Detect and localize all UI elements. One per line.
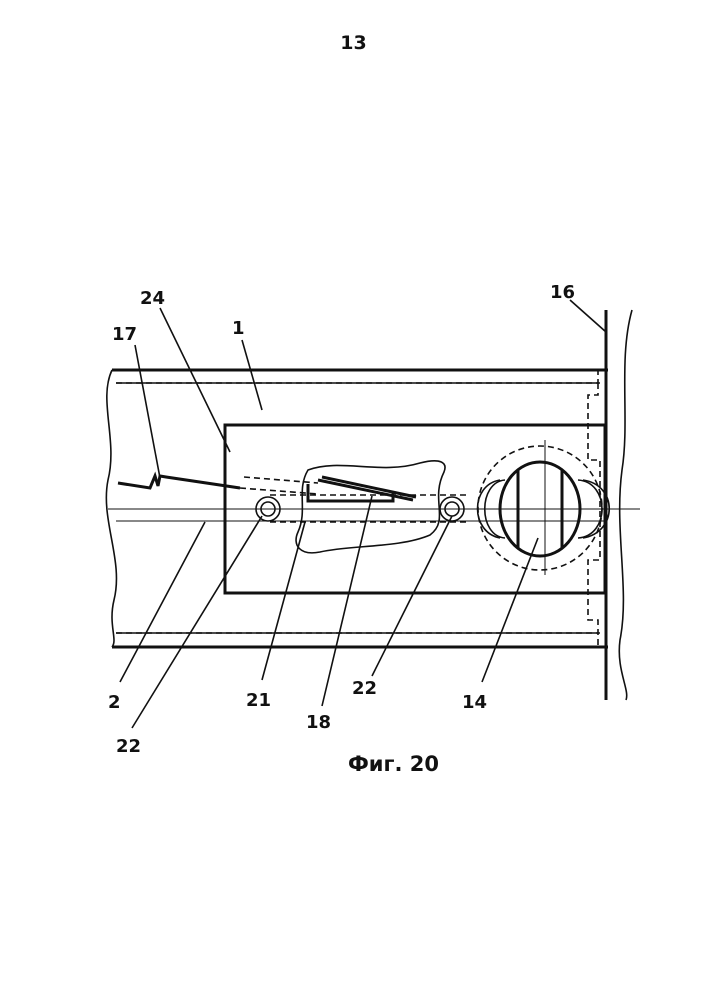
label-24: 24 [140, 288, 165, 309]
ratchet-dashed [240, 477, 318, 494]
right-break-line [619, 310, 632, 700]
leader-2 [120, 522, 205, 682]
hidden-profile-top [116, 370, 606, 383]
label-16: 16 [550, 282, 575, 303]
leader-1 [242, 340, 262, 410]
leader-24 [160, 308, 230, 452]
figure-caption: Фиг. 20 [0, 752, 707, 776]
pawl-spring [318, 477, 416, 500]
label-21: 21 [246, 690, 271, 711]
hidden-profile-right [588, 383, 600, 647]
label-18: 18 [306, 712, 331, 733]
roller-dashed-circle [478, 446, 602, 570]
label-1: 1 [232, 318, 245, 339]
leader-16 [570, 300, 606, 332]
label-17: 17 [112, 324, 137, 345]
cutaway-window [296, 461, 445, 553]
leader-21 [262, 522, 305, 680]
ratchet-teeth [118, 476, 240, 488]
label-2: 2 [108, 692, 121, 713]
label-22-right: 22 [352, 678, 377, 699]
leader-18 [322, 496, 372, 706]
label-14: 14 [462, 692, 487, 713]
leader-14 [482, 538, 538, 682]
leader-17 [135, 345, 160, 478]
